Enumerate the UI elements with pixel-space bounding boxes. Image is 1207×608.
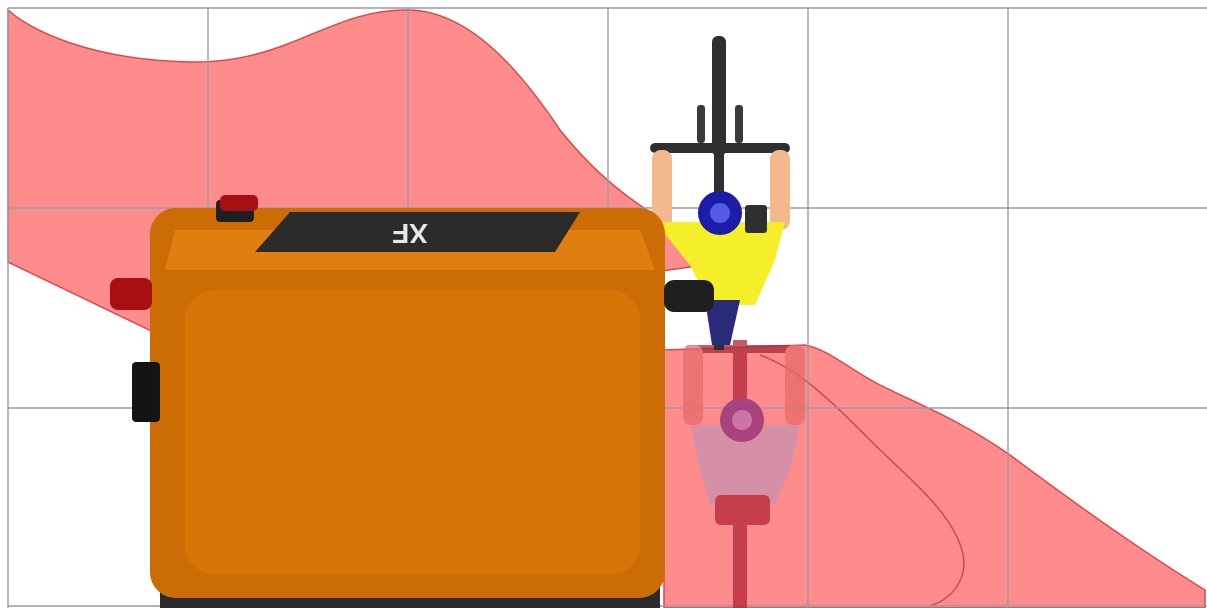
ghost-saddle-bag bbox=[715, 495, 770, 525]
brake-lever-left bbox=[697, 105, 705, 143]
helmet-vent-icon bbox=[710, 203, 730, 223]
ghost-left-arm bbox=[683, 345, 703, 425]
backpack-strap bbox=[745, 205, 767, 233]
truck-cab: XF bbox=[110, 195, 714, 608]
mirror-left-icon bbox=[110, 278, 152, 310]
brake-lever-right bbox=[735, 105, 743, 143]
ghost-right-arm bbox=[785, 345, 805, 425]
mirror-top-icon bbox=[220, 195, 258, 211]
right-arm bbox=[770, 150, 790, 230]
truck-roof-panel bbox=[185, 290, 640, 575]
bike-handlebar bbox=[650, 143, 790, 153]
truck-cab-label: XF bbox=[392, 218, 428, 249]
ghost-helmet-vent bbox=[732, 410, 752, 430]
truck-side-step bbox=[132, 362, 160, 422]
mirror-right-icon bbox=[664, 280, 714, 312]
bike-front-wheel bbox=[712, 36, 726, 156]
